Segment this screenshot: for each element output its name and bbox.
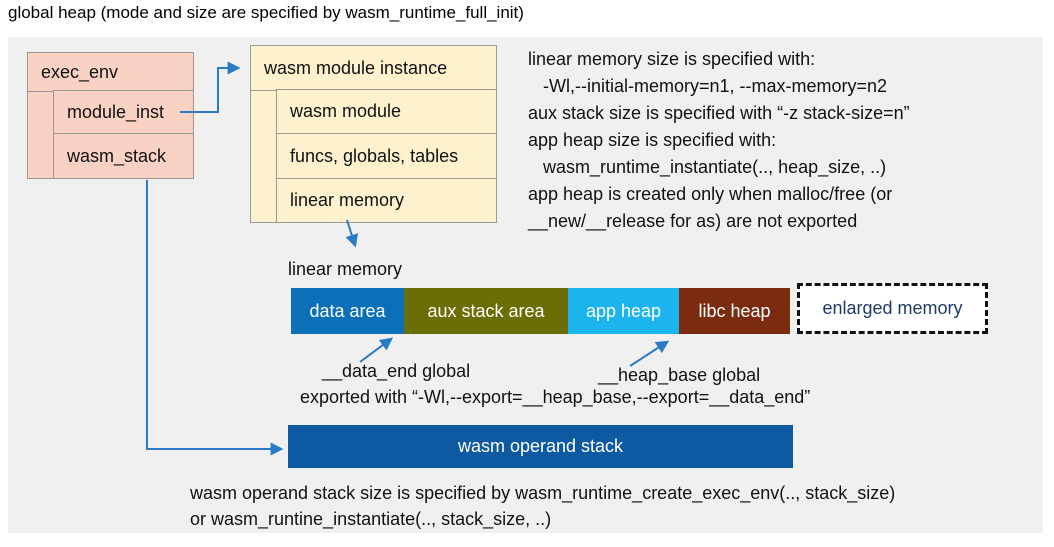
- exec-env-field-wasm-stack: wasm_stack: [53, 133, 194, 179]
- note-line: wasm_runtime_instantiate(.., heap_size, …: [528, 157, 887, 177]
- note-line: linear memory size is specified with:: [528, 49, 816, 69]
- note-line: app heap size is specified with:: [528, 130, 777, 150]
- note-line: app heap is created only when malloc/fre…: [528, 184, 893, 204]
- segment-data-area: data area: [291, 288, 404, 334]
- module-instance-field-funcs-globals-tables: funcs, globals, tables: [276, 133, 497, 179]
- footer-line: or wasm_runtine_instantiate(.., stack_si…: [190, 509, 552, 529]
- module-instance-title: wasm module instance: [251, 46, 496, 91]
- module-instance-box: wasm module instance wasm module funcs, …: [250, 45, 497, 223]
- export-flags-label: exported with “-Wl,--export=__heap_base,…: [300, 387, 811, 407]
- note-line: __new/__release for as) are not exported: [528, 211, 858, 231]
- exec-env-title: exec_env: [28, 53, 193, 92]
- exec-env-field-module-inst: module_inst: [53, 90, 194, 134]
- module-instance-field-linear-memory: linear memory: [276, 178, 497, 223]
- footer-line: wasm operand stack size is specified by …: [190, 483, 896, 503]
- wasm-operand-stack-bar: wasm operand stack: [288, 425, 793, 468]
- notes-block: linear memory size is specified with: -W…: [528, 46, 910, 235]
- module-instance-field-wasm-module: wasm module: [276, 89, 497, 134]
- segment-enlarged-memory: enlarged memory: [797, 283, 988, 334]
- segment-app-heap: app heap: [568, 288, 679, 334]
- linear-memory-label: linear memory: [288, 259, 403, 279]
- segment-aux-stack-area: aux stack area: [404, 288, 568, 334]
- exec-env-box: exec_env module_inst wasm_stack: [27, 52, 194, 179]
- footer-notes: wasm operand stack size is specified by …: [190, 480, 895, 532]
- data-end-global-label: __data_end global: [322, 361, 471, 381]
- segment-libc-heap: libc heap: [679, 288, 790, 334]
- note-line: -Wl,--initial-memory=n1, --max-memory=n2: [528, 76, 888, 96]
- note-line: aux stack size is specified with “-z sta…: [528, 103, 910, 123]
- diagram-title: global heap (mode and size are specified…: [8, 3, 524, 22]
- heap-base-global-label: __heap_base global: [598, 365, 761, 385]
